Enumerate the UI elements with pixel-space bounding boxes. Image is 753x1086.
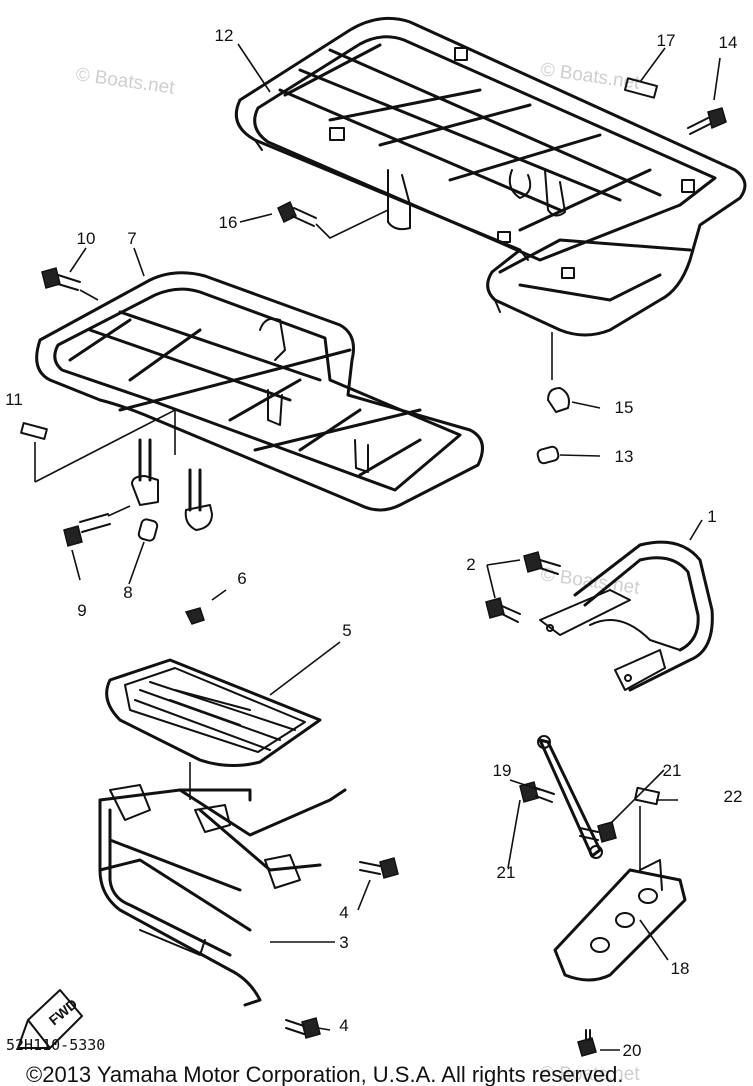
callout-15: 15 (615, 398, 634, 417)
watermark: © Boats.net (74, 64, 176, 99)
screw-6 (184, 607, 205, 625)
bolt-20 (577, 1029, 597, 1057)
callout-14: 14 (719, 33, 738, 52)
rear-carrier-12 (234, 16, 747, 337)
bolt-14 (687, 107, 727, 135)
callout-11: 11 (5, 390, 23, 409)
clip-15 (547, 387, 570, 413)
diagram-code: 52H110-5330 (6, 1036, 105, 1054)
callout-7: 7 (127, 229, 136, 248)
bolt-21a (579, 821, 617, 843)
callout-2: 2 (466, 555, 475, 574)
bolt-10 (41, 267, 81, 291)
label-11 (20, 422, 48, 440)
callout-leaders (69, 43, 721, 1051)
callout-21a: 21 (663, 761, 682, 780)
callout-13: 13 (615, 447, 634, 466)
stay-19 (537, 735, 603, 859)
tray-5 (105, 658, 322, 767)
callout-18: 18 (671, 959, 690, 978)
label-22 (633, 786, 661, 806)
callout-5: 5 (342, 621, 351, 640)
front-carrier-7 (35, 271, 484, 531)
callout-12: 12 (215, 26, 234, 45)
callout-6: 6 (237, 569, 246, 588)
rear-bracket-1 (539, 540, 714, 692)
label-17 (623, 77, 659, 99)
callout-19: 19 (493, 761, 512, 780)
callout-1: 1 (707, 507, 716, 526)
callout-4a: 4 (339, 903, 348, 922)
collar-8 (137, 518, 159, 542)
plate-18 (553, 859, 687, 982)
callout-4b: 4 (339, 1016, 348, 1035)
callout-10: 10 (77, 229, 96, 248)
watermark: © Boats.net (540, 1064, 640, 1085)
callout-22: 22 (724, 787, 743, 806)
bolt-16 (277, 200, 317, 227)
bolts-2 (485, 551, 561, 623)
collar-13 (536, 445, 560, 465)
copyright: ©2013 Yamaha Motor Corporation, U.S.A. A… (26, 1062, 623, 1086)
callout-21b: 21 (497, 863, 516, 882)
callout-16: 16 (219, 213, 238, 232)
callout-8: 8 (123, 583, 132, 602)
bolt-4a (359, 857, 399, 879)
callout-17: 17 (657, 31, 676, 50)
callout-20: 20 (623, 1041, 642, 1060)
bolt-4b (285, 1017, 321, 1039)
front-bumper-3 (98, 784, 347, 1007)
callout-3: 3 (339, 933, 348, 952)
bolt-9 (63, 513, 111, 547)
callout-9: 9 (77, 601, 86, 620)
